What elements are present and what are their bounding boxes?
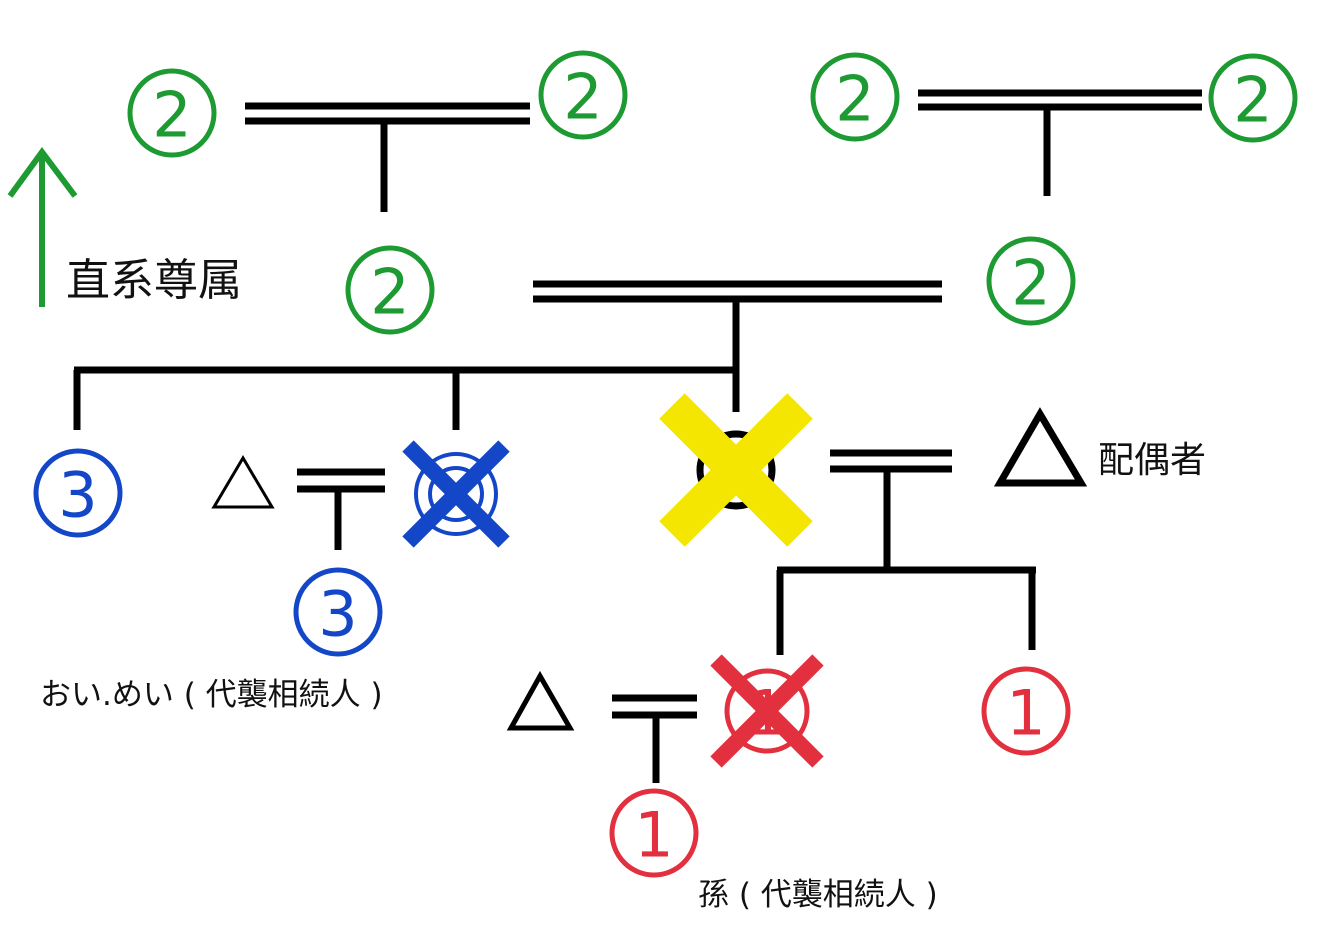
ascendant-circle bbox=[345, 245, 435, 335]
ascendants-label: 直系尊属 bbox=[66, 255, 242, 306]
ascendant-circle bbox=[538, 50, 628, 140]
ascendant-markers bbox=[127, 50, 1298, 335]
triangle-icon bbox=[211, 455, 275, 509]
ascendant-circle bbox=[1208, 53, 1298, 143]
nephew-niece-label: おい.めい ( 代襲相続人 ) bbox=[40, 677, 383, 713]
cross-icon bbox=[659, 393, 813, 547]
cross-icon bbox=[402, 440, 510, 548]
rank-label: 1 bbox=[634, 799, 673, 872]
connector-lines bbox=[73, 89, 1202, 783]
ascendant-circle bbox=[810, 52, 900, 142]
rank-label: 2 bbox=[835, 63, 874, 136]
sibling-circle bbox=[33, 448, 123, 538]
decedent-circle bbox=[696, 430, 776, 510]
nephew-circle bbox=[293, 567, 383, 657]
ascendant-circle bbox=[127, 68, 217, 158]
deceased-child-circle bbox=[724, 668, 810, 754]
sibling-ranks: 3 3 bbox=[58, 459, 357, 651]
sibling-markers bbox=[33, 448, 498, 657]
rank-label: 2 bbox=[152, 79, 191, 152]
rank-label: 2 bbox=[1233, 64, 1272, 137]
deceased-sibling-circle bbox=[414, 452, 498, 536]
rank-label: 3 bbox=[318, 578, 357, 651]
spouse-label: 配偶者 bbox=[1098, 440, 1206, 481]
child-circle bbox=[981, 666, 1071, 756]
ascendant-circle bbox=[986, 236, 1076, 326]
arrow-up-icon bbox=[7, 146, 78, 307]
child-markers bbox=[609, 666, 1071, 878]
grandchild-circle bbox=[609, 788, 699, 878]
grandchild-label: 孫 ( 代襲相続人 ) bbox=[698, 877, 938, 913]
rank-label: 3 bbox=[58, 459, 97, 532]
deceased-sibling-inner-circle bbox=[428, 466, 484, 522]
ascendant-ranks: 2 2 2 2 2 2 bbox=[152, 61, 1272, 329]
rank-label: 1 bbox=[1006, 677, 1045, 750]
rank-label: 2 bbox=[1011, 247, 1050, 320]
triangle-icon bbox=[506, 670, 575, 731]
triangle-icon bbox=[993, 407, 1088, 487]
rank-label: 2 bbox=[563, 61, 602, 134]
rank-label: 2 bbox=[370, 256, 409, 329]
cross-icon bbox=[710, 654, 824, 768]
